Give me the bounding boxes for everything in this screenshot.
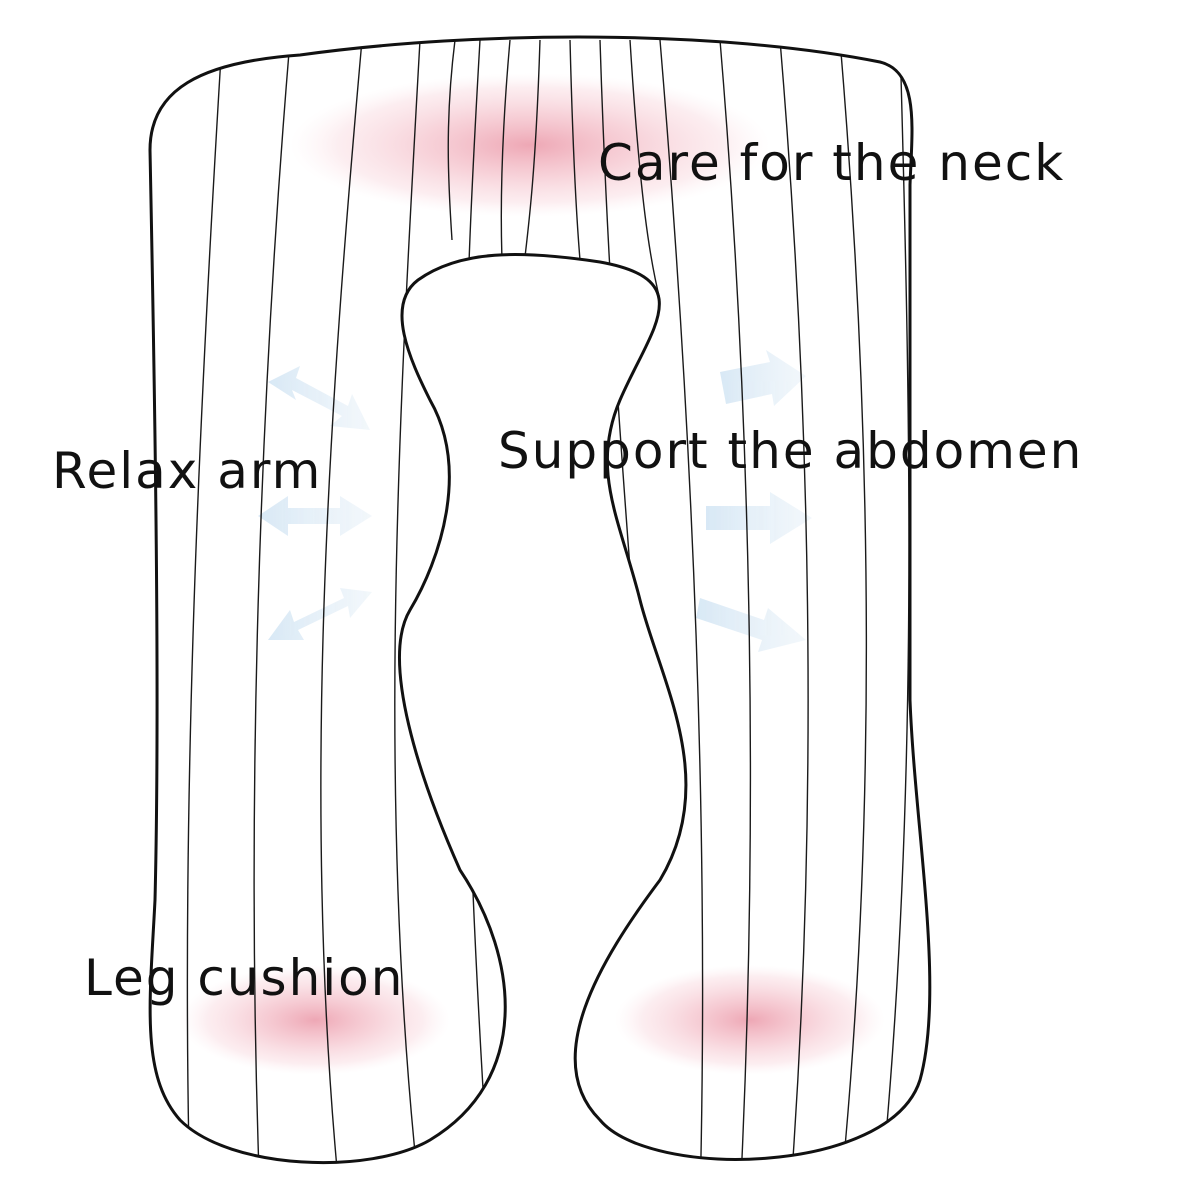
label-leg: Leg cushion — [84, 949, 404, 1007]
label-arm: Relax arm — [52, 442, 322, 500]
right-leg-highlight — [615, 965, 885, 1075]
left-leg-highlight — [180, 965, 450, 1075]
right-arrows-icon — [696, 350, 812, 652]
label-abdomen: Support the abdomen — [498, 422, 1083, 480]
neck-highlight — [290, 73, 770, 217]
label-neck: Care for the neck — [598, 134, 1065, 192]
left-arrows-icon — [258, 366, 372, 640]
pillow-outline — [148, 35, 932, 1165]
